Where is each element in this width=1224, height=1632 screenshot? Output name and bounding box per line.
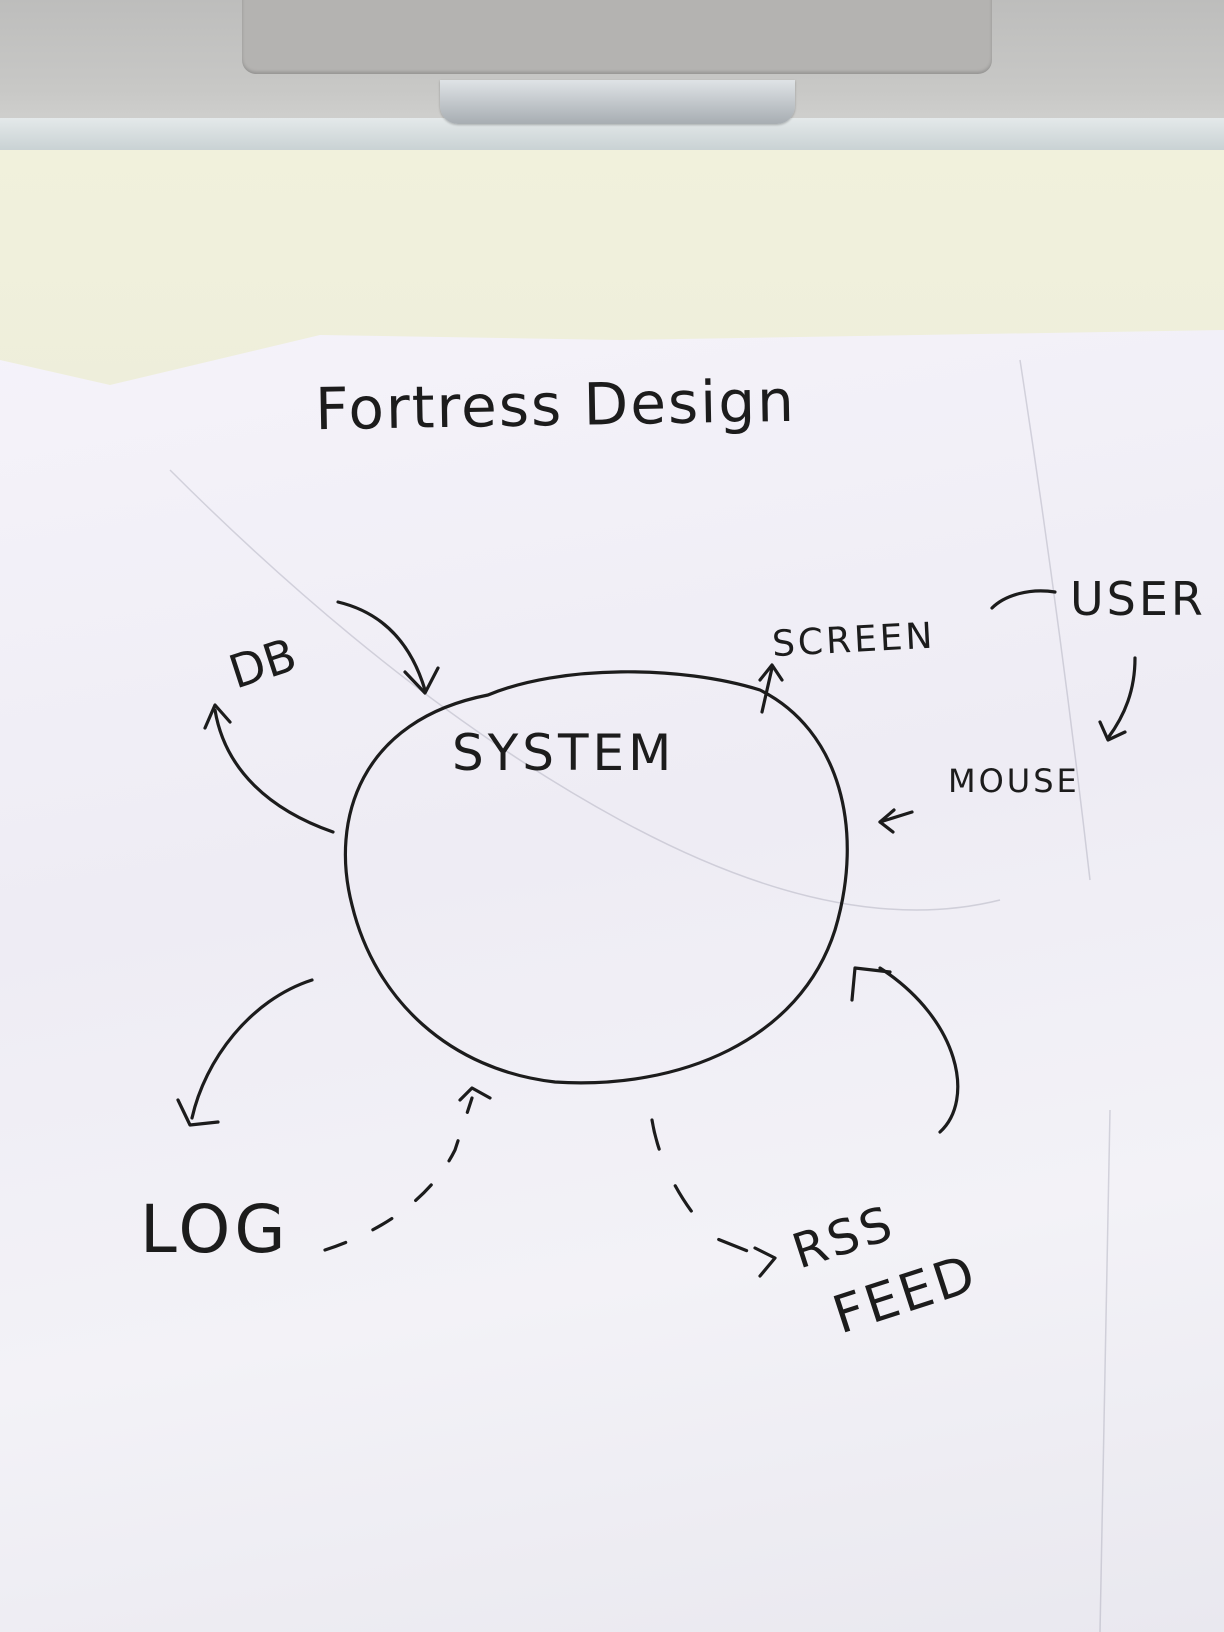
db-to-system-arrowhead xyxy=(403,666,440,695)
system-to-db-arrowhead xyxy=(203,703,232,730)
rss-to-system-arrow xyxy=(878,966,960,1134)
system-to-db-arrow xyxy=(213,708,335,834)
paper-crease xyxy=(1099,1109,1111,1632)
rss-label: RSS xyxy=(786,1195,902,1280)
mouse-label: MOUSE xyxy=(948,762,1080,800)
mouse-to-system-arrow xyxy=(878,810,914,824)
log-to-system-dashed-arrow xyxy=(323,1096,474,1252)
paper-crease xyxy=(1019,359,1091,881)
db-to-system-arrow xyxy=(336,600,427,692)
screen-label: SCREEN xyxy=(771,616,936,665)
user-to-mouse-arrowhead xyxy=(1098,720,1127,742)
rss-to-system-arrowhead xyxy=(850,966,892,1002)
mouse-to-system-arrowhead xyxy=(878,808,896,834)
screen-to-user-arrow xyxy=(990,589,1057,610)
user-to-mouse-arrow xyxy=(1106,656,1137,740)
system-to-rss-arrowhead xyxy=(753,1246,777,1278)
log-label: LOG xyxy=(140,1191,290,1268)
diagram-title: Fortress Design xyxy=(315,367,797,443)
log-to-system-arrowhead xyxy=(458,1086,492,1102)
system-to-screen-arrowhead xyxy=(758,663,784,682)
system-to-log-arrow xyxy=(190,978,314,1120)
system-circle xyxy=(343,670,849,1085)
system-to-screen-arrow xyxy=(760,666,774,714)
paper-sheet xyxy=(0,330,1224,1632)
laptop-trackpad xyxy=(242,0,992,74)
db-label: DB xyxy=(222,627,302,699)
laptop-lid-notch xyxy=(440,80,795,124)
system-to-log-arrowhead xyxy=(176,1098,220,1127)
laptop-lid-edge xyxy=(0,118,1224,154)
system-label: SYSTEM xyxy=(452,724,675,782)
paper-crease xyxy=(169,469,1001,911)
user-label: USER xyxy=(1070,572,1206,626)
system-to-rss-dashed-arrow xyxy=(650,1118,772,1262)
